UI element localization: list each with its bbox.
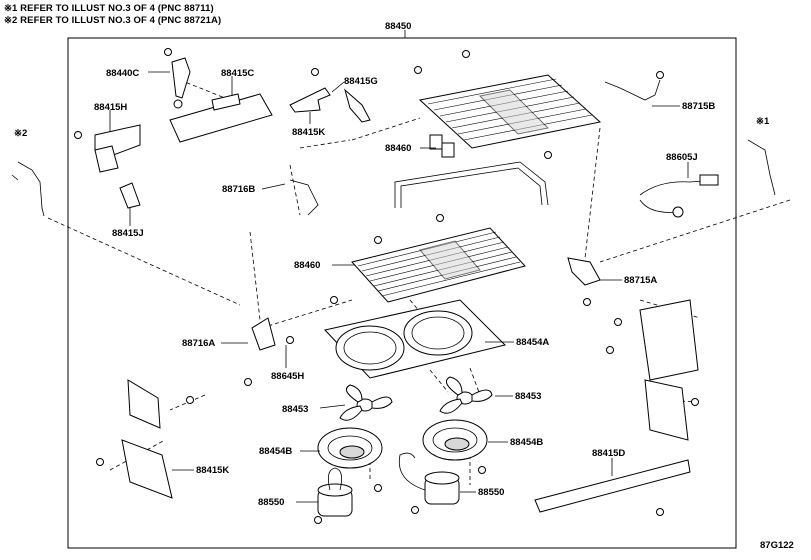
fan-right: [439, 376, 493, 414]
bracket-88415C: [169, 93, 273, 143]
motor-housing-left: [317, 427, 383, 469]
assembly-label: 88450: [385, 21, 411, 32]
hose-ref1: [747, 139, 776, 196]
note-ref-1: ※1 REFER TO ILLUST NO.3 OF 4 (PNC 88711): [4, 3, 214, 14]
label-88415K-bottom: 88415K: [196, 465, 229, 476]
bolts: [74, 48, 699, 524]
bracket-88415K-bottom-b: [121, 439, 173, 499]
ref-mark-1: ※1: [756, 116, 770, 127]
harness-88605J: [639, 174, 719, 218]
panel-right: [644, 379, 689, 441]
bracket-88415K-bottom-a: [127, 379, 161, 429]
label-88716B: 88716B: [222, 184, 255, 195]
condenser-top: [418, 74, 602, 158]
condenser-middle: [351, 227, 526, 303]
motor-right: [398, 452, 460, 505]
pipe-88716A: [251, 317, 276, 351]
label-88550-right: 88550: [478, 487, 504, 498]
note-ref-2: ※2 REFER TO ILLUST NO.3 OF 4 (PNC 88721A…: [4, 15, 222, 26]
motor-housing-right: [422, 419, 488, 461]
label-88415H: 88415H: [94, 102, 127, 113]
assembly-bracket: [67, 30, 737, 549]
label-88453-left: 88453: [282, 404, 308, 415]
label-88415J: 88415J: [112, 228, 144, 239]
label-88454B-right: 88454B: [510, 437, 543, 448]
label-88415C: 88415C: [221, 68, 254, 79]
label-88550-left: 88550: [258, 497, 284, 508]
fan-shroud: [324, 299, 506, 379]
ref-mark-2: ※2: [14, 128, 27, 139]
label-88453-right: 88453: [515, 391, 541, 402]
label-88454B-left: 88454B: [259, 446, 292, 457]
bracket-88415J: [119, 182, 141, 209]
bracket-right-side: [639, 299, 699, 381]
strip-88415D: [534, 459, 691, 513]
hose-ref2: [11, 161, 45, 217]
label-88415G: 88415G: [344, 76, 378, 87]
label-88605J: 88605J: [666, 152, 698, 163]
pipe-88715B: [604, 79, 661, 101]
label-88460-mid: 88460: [294, 260, 320, 271]
pipe-88716B: [289, 179, 319, 216]
label-88715A: 88715A: [624, 275, 657, 286]
fan-left: [339, 384, 393, 421]
leader-lines: [109, 71, 689, 503]
label-88460-top: 88460: [385, 143, 411, 154]
label-88645H: 88645H: [271, 371, 304, 382]
motor-left: [317, 467, 353, 517]
bracket-88415H: [94, 124, 141, 173]
figure-code: 87G122: [760, 540, 794, 551]
label-88440C: 88440C: [106, 68, 139, 79]
label-88715B: 88715B: [682, 101, 715, 112]
label-88415K-top: 88415K: [292, 127, 325, 138]
bracket-88440C: [171, 57, 191, 109]
label-88415D: 88415D: [592, 448, 625, 459]
label-88454A: 88454A: [516, 337, 549, 348]
label-88716A: 88716A: [182, 338, 215, 349]
pipe-88715A: [567, 257, 601, 286]
bracket-88415G: [344, 88, 371, 123]
bracket-88415K-top: [289, 87, 331, 113]
